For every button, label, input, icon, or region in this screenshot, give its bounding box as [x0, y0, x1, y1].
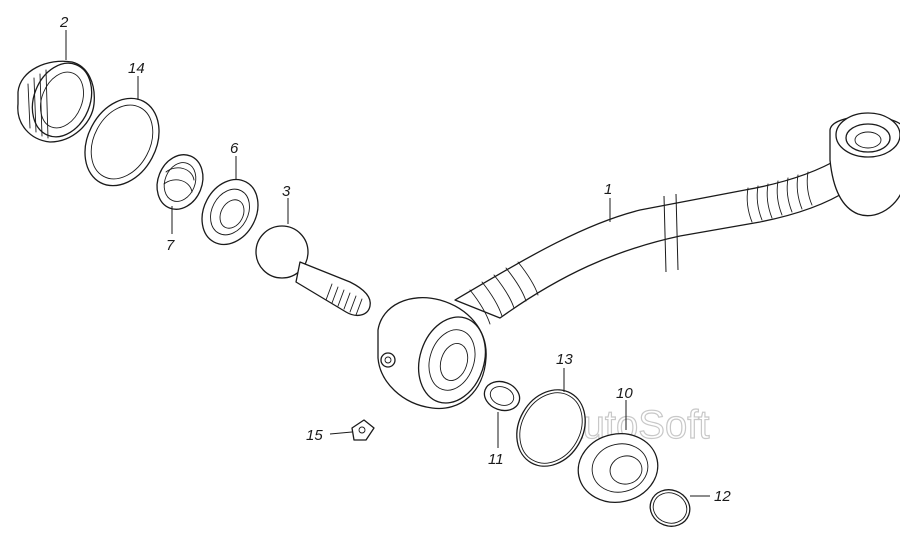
part-2-threaded-cap [17, 60, 95, 143]
part-11-small-ring [483, 380, 521, 412]
callout-2: 2 [59, 14, 69, 31]
callout-6: 6 [230, 140, 239, 157]
part-3-ball-pin [255, 225, 371, 317]
callout-13: 13 [556, 351, 573, 368]
callout-11: 11 [488, 451, 504, 468]
part-10-seal-cover [577, 433, 659, 503]
callout-10: 10 [616, 385, 633, 402]
part-1-link-arm [377, 112, 900, 410]
part-14-washer [84, 97, 160, 187]
callout-labels: 2 14 6 7 3 1 15 11 13 10 12 [59, 14, 731, 505]
part-13-o-ring [516, 389, 586, 467]
callout-3: 3 [282, 183, 291, 200]
callout-7: 7 [166, 237, 175, 254]
part-12-small-o-ring [649, 489, 691, 527]
part-6-bushing [201, 178, 259, 246]
callout-1: 1 [604, 181, 612, 198]
callout-12: 12 [714, 488, 731, 505]
callout-15: 15 [306, 427, 323, 444]
part-7-spring [156, 154, 204, 210]
leader-lines [65, 30, 710, 497]
part-15-grease-fitting [351, 419, 375, 441]
callout-14: 14 [128, 60, 145, 77]
